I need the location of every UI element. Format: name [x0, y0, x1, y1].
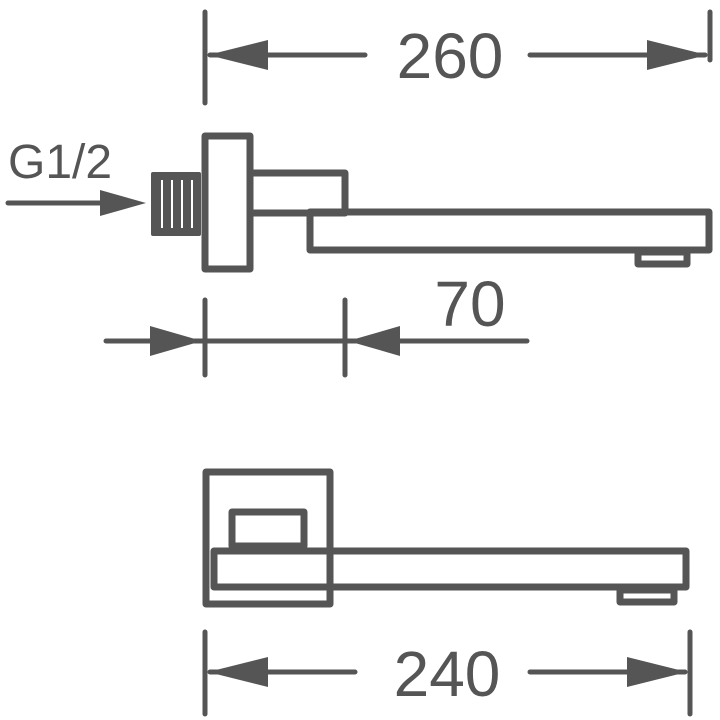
thread-grooves — [161, 180, 193, 228]
wall-flange — [201, 132, 254, 273]
dimension-label-260: 260 — [397, 20, 504, 92]
thread-connector — [151, 172, 201, 236]
inlet-annotation: G1/2 — [5, 136, 146, 216]
spout-body — [306, 208, 713, 254]
arrowhead-right — [647, 40, 707, 70]
arrowhead-left — [208, 657, 268, 687]
inlet-thread-label: G1/2 — [8, 136, 112, 189]
spout-outlet — [634, 248, 691, 268]
inlet-arrowhead — [100, 190, 146, 216]
side-view — [151, 132, 713, 273]
spout-neck — [246, 169, 349, 217]
arrowhead-left — [150, 326, 202, 356]
wall-plate — [202, 468, 334, 608]
arrowhead-left — [208, 40, 268, 70]
arrowhead-right — [627, 657, 687, 687]
dimension-label-70: 70 — [434, 268, 505, 340]
spout-body — [210, 547, 690, 591]
dimension-label-240: 240 — [394, 638, 501, 710]
arrowhead-right — [348, 326, 400, 356]
top-view — [202, 468, 690, 608]
dimension-70: 70 — [103, 268, 530, 378]
spout-outlet — [616, 586, 678, 606]
handle-block — [228, 508, 308, 550]
dimension-260: 260 — [202, 9, 713, 106]
dimension-240: 240 — [202, 629, 693, 717]
